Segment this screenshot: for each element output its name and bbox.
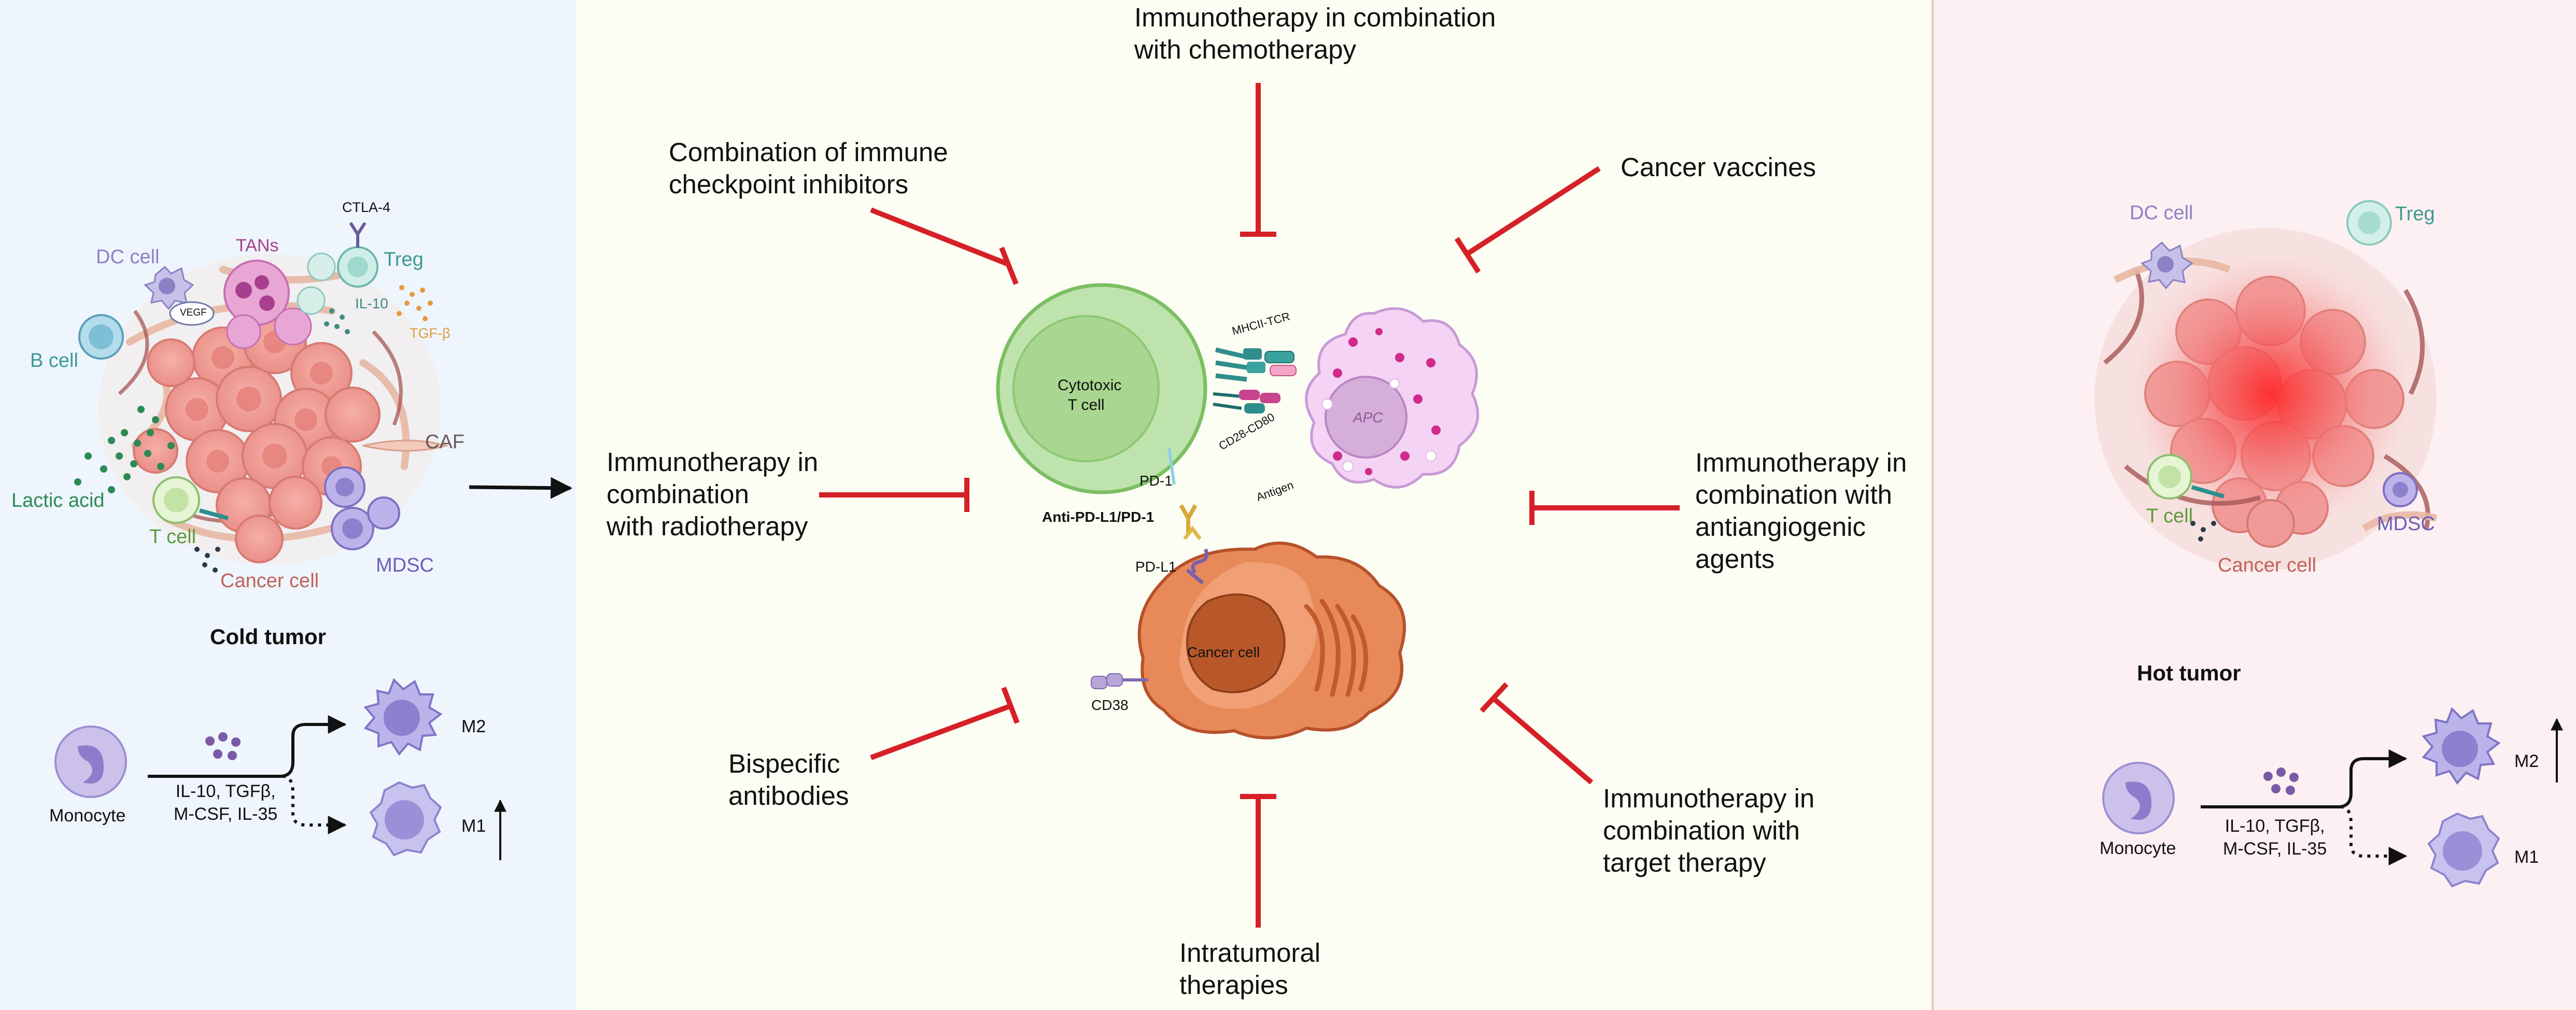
hot-treg-label: Treg [2395, 203, 2435, 225]
cold-monocyte-label: Monocyte [49, 806, 126, 826]
cold-to-center-arrow [469, 477, 573, 499]
cold-tumor-illustration [74, 222, 449, 573]
cold-il10-label: IL-10 [355, 295, 388, 311]
center-cancer-cell-label: Cancer cell [1187, 644, 1260, 660]
cold-polarization [54, 678, 506, 860]
strategy-target-therapy: Immunotherapy in combination with target… [1603, 784, 1815, 877]
cold-dc-cell-label: DC cell [96, 246, 160, 268]
strategy-radiotherapy: Immunotherapy in combination with radiot… [607, 447, 819, 541]
strategy-bispecific: Bispecific antibodies [728, 749, 849, 810]
cold-cytokines-label: IL-10, TGFβ, M-CSF, IL-35 [174, 781, 278, 824]
anti-pdl1-pd1-label: Anti-PD-L1/PD-1 [1042, 509, 1155, 525]
hot-tumor-title: Hot tumor [2137, 661, 2241, 685]
strategy-cancer-vaccines: Cancer vaccines [1621, 152, 1816, 182]
cold-m2-label: M2 [461, 717, 486, 736]
cold-t-cell-label: T cell [149, 526, 196, 548]
inhibitor-markers [819, 83, 1680, 928]
cytotoxic-t-cell-label: Cytotoxic T cell [1058, 377, 1122, 414]
cold-lactic-acid-label: Lactic acid [11, 490, 105, 511]
pdl1-receptor [1186, 548, 1209, 585]
pdl1-label: PD-L1 [1135, 559, 1177, 575]
hot-dc-cell-label: DC cell [2130, 202, 2193, 224]
strategy-intratumoral: Intratumoral therapies [1179, 938, 1321, 1000]
cold-tans-label: TANs [236, 236, 279, 255]
cold-mdsc-label: MDSC [376, 554, 434, 576]
hot-cytokines-label: IL-10, TGFβ, M-CSF, IL-35 [2223, 816, 2327, 859]
cd38-receptor [1091, 673, 1148, 689]
pd1-antibody [1167, 448, 1202, 540]
hot-mdsc-label: MDSC [2377, 513, 2435, 535]
hot-t-cell-label: T cell [2146, 505, 2193, 527]
cold-b-cell-label: B cell [30, 350, 78, 372]
strategy-chemotherapy: Immunotherapy in combination with chemot… [1134, 3, 1496, 64]
receptor-pairs [1213, 347, 1297, 414]
cold-vegf-label: VEGF [180, 307, 207, 318]
cold-ctla4-label: CTLA-4 [342, 200, 391, 215]
hot-monocyte-label: Monocyte [2100, 838, 2176, 858]
center-cancer-cell [1137, 542, 1406, 739]
pd1-label: PD-1 [1139, 473, 1173, 489]
apc-label: APC [1353, 409, 1383, 425]
cd38-label: CD38 [1091, 697, 1129, 713]
cold-caf-label: CAF [425, 431, 464, 453]
cold-tgfb-label: TGF-β [410, 325, 451, 341]
cytotoxic-t-cell [996, 283, 1207, 494]
apc-cell [1305, 307, 1480, 489]
hot-m1-label: M1 [2514, 847, 2539, 867]
hot-m2-label: M2 [2514, 751, 2539, 771]
hot-polarization [2102, 707, 2563, 888]
cold-cancer-cell-label: Cancer cell [220, 570, 319, 592]
cold-treg-label: Treg [384, 249, 424, 271]
strategy-checkpoint-combination: Combination of immune checkpoint inhibit… [669, 137, 948, 199]
strategy-antiangiogenic: Immunotherapy in combination with antian… [1695, 448, 1907, 574]
cold-m1-label: M1 [461, 816, 486, 836]
hot-cancer-cell-label: Cancer cell [2218, 554, 2317, 576]
cold-tumor-title: Cold tumor [210, 624, 326, 649]
center-panel [576, 0, 1934, 1010]
hot-tumor-illustration [2094, 200, 2438, 570]
